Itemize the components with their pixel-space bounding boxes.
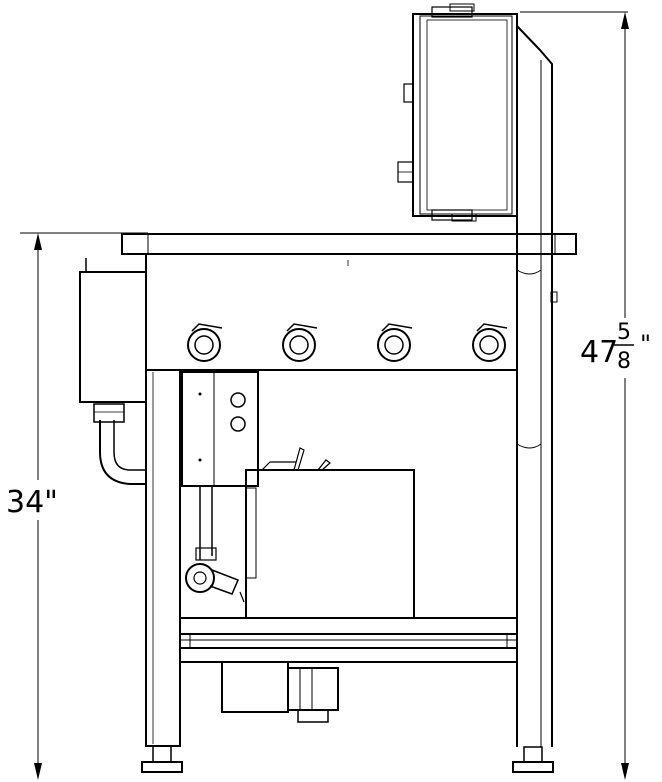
panel-body [181,371,259,487]
reservoir-body [245,469,415,619]
motor-body-right [287,667,339,711]
dimension-table-height: 34" [6,232,148,780]
leg-body [145,369,181,747]
valve-outer [472,328,506,362]
right-foot [512,746,554,773]
enclosure-door [419,15,513,215]
dimension-denominator: 8 [617,349,631,374]
right-leg-stem [523,746,543,763]
valve-handle [381,323,413,332]
pump-assembly [185,486,245,603]
table-top-rim [121,233,577,255]
drain-pipe-outer [99,420,146,485]
table-top-assembly [121,233,577,371]
valve-inner [479,335,499,355]
panel-button-bottom [230,416,246,432]
post-bracket [550,291,558,303]
valve-2 [282,323,318,362]
latch-top-clip [449,3,475,12]
motor-body-left [221,661,289,713]
reservoir-tank [245,447,415,619]
post-joint-lower [516,443,542,449]
valve-handle [476,323,508,332]
valve-outer [187,328,221,362]
enclosure-body [412,13,518,217]
valve-inner [384,335,404,355]
fill-tube [293,447,305,471]
latch-top [431,6,473,18]
panel-screw [198,392,202,396]
motor-unit [221,661,339,723]
post-upper-bend [516,25,553,747]
left-side-unit [79,258,147,485]
lower-shelf-top [179,617,518,635]
valve-inner [289,335,309,355]
enclosure-inner-frame [426,19,508,211]
control-enclosure [397,3,518,222]
motor-base [297,709,329,723]
foot-pad-left [141,761,183,773]
drain-pipe-inner [113,420,146,471]
side-fitting-upper [403,83,414,103]
foot-pad-right [512,761,554,773]
valve-row [187,323,508,362]
valve-handle [191,323,223,332]
pump-hub [193,571,207,585]
pipe-fitting [93,403,125,423]
latch-bottom-clip [451,213,477,222]
reservoir-lid-edge [261,461,296,471]
valve-outer [377,328,411,362]
vent-tube [317,459,331,471]
pump-housing [185,563,215,593]
valve-outer [282,328,316,362]
arrow-down-icon [34,763,42,780]
side-box [79,271,147,403]
dimension-whole: 47 [580,335,618,370]
dimension-numerator: 5 [617,320,631,345]
right-post [516,25,558,747]
arrow-down-icon [621,763,629,780]
arrow-up-icon [621,12,629,29]
reservoir-side-bracket [245,487,257,579]
left-leg [141,369,183,773]
valve-4 [472,323,508,362]
dimension-label-34: 34" [6,485,58,520]
valve-1 [187,323,223,362]
pump-outlet [209,569,239,595]
lower-frame [179,617,518,663]
pump-outlet-cap [239,591,245,603]
valve-handle [286,323,318,332]
valve-3 [377,323,413,362]
valve-inner [194,335,214,355]
dimension-unit: " [640,330,651,358]
tank-body [145,253,518,371]
panel-button-top [230,392,246,408]
lower-crossbar [179,647,518,663]
panel-screw [198,458,202,462]
leg-stem [152,745,172,763]
lower-control-panel [181,371,259,487]
dimension-overall-height: 47 5 8 " [520,11,651,780]
post-joint-upper [516,269,542,275]
arrow-up-icon [34,233,42,250]
pump-coupling [195,547,217,561]
